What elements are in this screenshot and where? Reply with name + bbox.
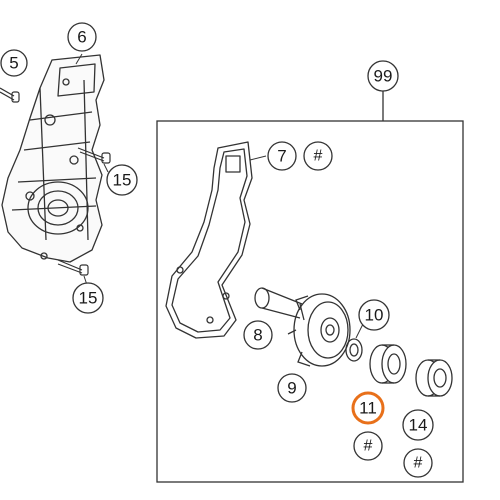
bolt-lower (57, 259, 89, 276)
callout-7-hash[interactable]: # (303, 141, 333, 171)
callout-14-hash[interactable]: # (403, 448, 433, 478)
bearing-11 (369, 344, 407, 384)
callout-9[interactable]: 9 (277, 373, 307, 403)
svg-text:5: 5 (9, 54, 18, 73)
svg-text:#: # (364, 438, 373, 455)
svg-text:15: 15 (79, 289, 98, 308)
callout-7[interactable]: 7 (267, 141, 297, 171)
callout-5[interactable]: 5 (0, 49, 28, 77)
kit-frame (156, 91, 464, 483)
bolt-5 (0, 87, 20, 103)
svg-text:7: 7 (277, 147, 286, 166)
impeller (287, 293, 351, 367)
callout-15-upper[interactable]: 15 (106, 164, 138, 196)
callout-99[interactable]: 99 (367, 60, 399, 92)
callout-6[interactable]: 6 (67, 22, 97, 52)
callout-8[interactable]: 8 (243, 320, 273, 350)
bolt-upper (77, 147, 111, 164)
callout-11-hash[interactable]: # (353, 431, 383, 461)
engine-cover-housing (1, 54, 105, 263)
callout-11-highlighted[interactable]: 11 (351, 391, 385, 425)
pump-shaft (254, 287, 305, 321)
svg-text:14: 14 (409, 416, 428, 435)
svg-text:9: 9 (287, 379, 296, 398)
svg-text:99: 99 (374, 67, 393, 86)
bearing-14 (415, 359, 453, 397)
callout-14[interactable]: 14 (402, 409, 434, 441)
svg-text:8: 8 (253, 326, 262, 345)
callout-15-lower[interactable]: 15 (72, 282, 104, 314)
seal-ring (345, 338, 363, 362)
callout-10[interactable]: 10 (358, 299, 390, 331)
svg-text:10: 10 (365, 306, 384, 325)
svg-text:11: 11 (359, 399, 377, 418)
gasket (165, 141, 253, 339)
leader-lines (75, 53, 365, 339)
svg-text:15: 15 (113, 171, 132, 190)
svg-text:#: # (314, 148, 323, 165)
svg-text:#: # (414, 455, 423, 472)
svg-text:6: 6 (77, 28, 86, 47)
